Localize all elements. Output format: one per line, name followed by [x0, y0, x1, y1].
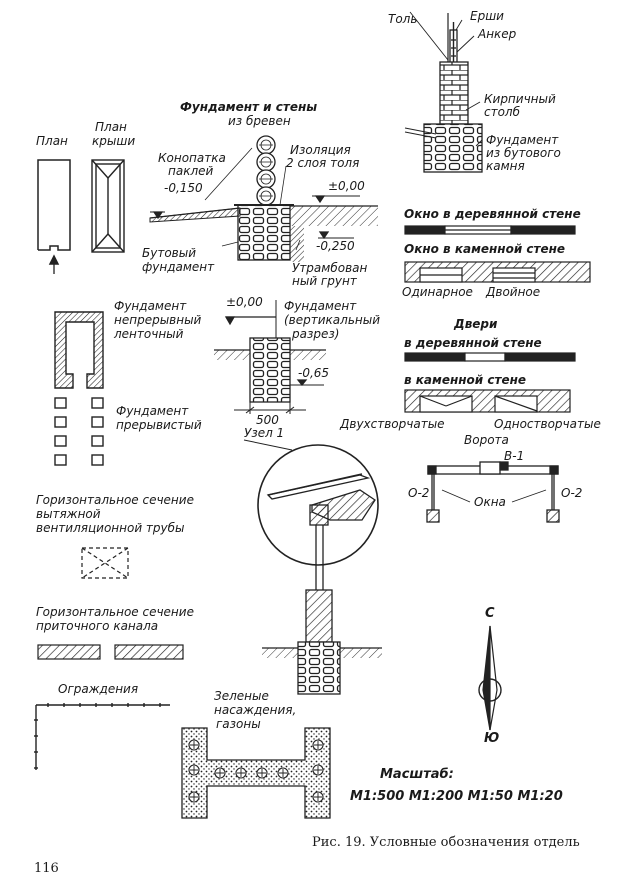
label-log-fdn-sub: из бревен [228, 114, 291, 128]
label-north: С [485, 606, 495, 621]
label-cont-fdn-3: ленточный [114, 327, 184, 341]
label-compacted-1: Утрамбован [292, 261, 368, 275]
label-dim-500: 500 [256, 413, 279, 427]
label-insulation-1: Изоляция [290, 143, 351, 157]
label-single: Одинарное [402, 285, 473, 299]
label-vert-fdn-3: разрез) [292, 327, 340, 341]
north-arrow-icon [478, 625, 502, 731]
label-cont-fdn-2: непрерывный [114, 313, 202, 327]
label-brick-pillar-2: столб [484, 105, 520, 119]
label-exhaust-1: Горизонтальное сечение [36, 493, 194, 507]
door-stone-wall-symbol [404, 389, 571, 413]
label-exhaust-3: вентиляционной трубы [36, 521, 185, 535]
label-rubble-fdn-b-1: Бутовый [142, 246, 197, 260]
label-roof-plan-1: План [95, 120, 127, 134]
label-cont-fdn-1: Фундамент [114, 299, 187, 313]
label-scale-title: Масштаб: [380, 767, 454, 782]
gates-windows-symbol [426, 461, 560, 523]
label-single-leaf: Одностворчатые [494, 417, 601, 431]
label-rubble-fdn-2: из бутового [486, 146, 561, 160]
label-green-1: Зеленые [214, 689, 269, 703]
label-door-stone: в каменной стене [404, 373, 527, 387]
label-compacted-2: ный грунт [292, 274, 357, 288]
label-minus-065: -0,65 [298, 366, 330, 380]
label-caulk-1: Конопатка [158, 151, 226, 165]
label-v1: В-1 [504, 449, 525, 463]
exhaust-duct-symbol [81, 547, 129, 579]
label-exhaust-2: вытяжной [36, 507, 101, 521]
label-vert-fdn-1: Фундамент [284, 299, 357, 313]
door-wooden-wall-symbol [404, 352, 576, 362]
label-green-2: насаждения, [214, 703, 297, 717]
label-supply-2: приточного канала [36, 619, 159, 633]
supply-channel-symbol [37, 644, 184, 660]
label-fence: Ограждения [58, 682, 139, 696]
label-south: Ю [484, 731, 500, 746]
label-supply-1: Горизонтальное сечение [36, 605, 194, 619]
label-double: Двойное [486, 285, 541, 299]
window-wooden-wall-symbol [404, 225, 576, 235]
window-stone-wall-symbol [404, 261, 591, 283]
label-caulk-2: паклей [168, 164, 214, 178]
continuous-foundation-symbol [54, 311, 104, 389]
label-interm-fdn-1: Фундамент [116, 404, 189, 418]
label-o2-left: О-2 [408, 486, 430, 500]
label-rubble-fdn-1: Фундамент [486, 133, 559, 147]
label-o2-right: О-2 [561, 486, 583, 500]
plan-symbol [37, 159, 71, 274]
label-pm000-b: ±0,00 [226, 295, 263, 309]
label-pm000-a: ±0,00 [328, 179, 365, 193]
label-gates: Ворота [464, 433, 509, 447]
label-tol: Толь [388, 12, 418, 26]
label-window-stone: Окно в каменной стене [404, 242, 566, 256]
label-rubble-fdn-3: камня [486, 159, 525, 173]
label-minus-0150: -0,150 [164, 181, 203, 195]
label-scale-values: М1:500 М1:200 М1:50 М1:20 [350, 789, 563, 804]
vertical-section-foundation [214, 300, 326, 414]
label-vert-fdn-2: (вертикальный [284, 313, 381, 327]
label-interm-fdn-2: прерывистый [116, 418, 202, 432]
label-roof-plan-2: крыши [92, 134, 136, 148]
label-node-1: Узел 1 [244, 426, 285, 440]
label-minus-0250: -0,250 [316, 239, 355, 253]
label-plan: План [36, 134, 68, 148]
label-door-wood: в деревянной стене [404, 336, 542, 350]
page-number: 116 [34, 861, 59, 876]
fence-symbol [34, 703, 170, 770]
label-anker: Анкер [478, 27, 517, 41]
label-windows: Окна [474, 495, 506, 509]
label-doors: Двери [454, 317, 498, 331]
label-green-3: газоны [216, 717, 261, 731]
green-plantings-symbol [181, 727, 331, 819]
node-1-detail [243, 439, 382, 695]
label-log-fdn-title: Фундамент и стены [180, 100, 318, 114]
log-wall-foundation [149, 135, 378, 262]
label-brick-pillar-1: Кирпичный [484, 92, 556, 106]
intermittent-foundation-symbol [54, 397, 104, 466]
label-ershi: Ерши [470, 9, 504, 23]
brick-pillar-diagram [404, 11, 483, 173]
roof-plan-symbol [91, 159, 125, 253]
label-insulation-2: 2 слоя толя [286, 156, 360, 170]
label-window-wood: Окно в деревянной стене [404, 207, 581, 221]
label-rubble-fdn-b-2: фундамент [142, 260, 215, 274]
label-double-leaf: Двухстворчатые [340, 417, 445, 431]
figure-caption: Рис. 19. Условные обозначения отдель [312, 835, 580, 850]
